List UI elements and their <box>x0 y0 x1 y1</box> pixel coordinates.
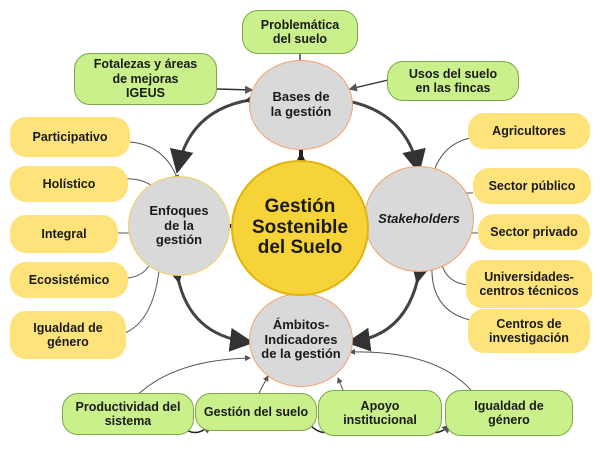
ambito-item-igualdad-genero: Igualdad de género <box>445 390 573 436</box>
stakeholder-item-sector-privado: Sector privado <box>478 214 590 250</box>
ambito-item-gestion-suelo: Gestión del suelo <box>195 393 317 431</box>
stakeholder-item-centros-investigacion: Centros de investigación <box>468 309 590 353</box>
stakeholder-item-agricultores: Agricultores <box>468 113 590 149</box>
stakeholder-item-universidades: Universidades- centros técnicos <box>466 260 592 308</box>
arc-enfoques-ambitos <box>162 257 254 352</box>
enfoque-item-integral: Integral <box>10 215 118 253</box>
arc-bases-stakeholders <box>322 85 426 174</box>
fortalezas-igeus-node: Fotalezas y áreas de mejoras IGEUS <box>74 53 217 105</box>
enfoque-item-participativo: Participativo <box>10 117 130 157</box>
ambito-item-productividad: Productividad del sistema <box>62 393 194 435</box>
arc-stakeholders-ambitos <box>346 257 434 352</box>
stakeholders-hub: Stakeholders <box>364 166 474 272</box>
enfoque-item-ecosistemico: Ecosistémico <box>10 262 128 298</box>
enfoque-item-igualdad-genero: Igualdad de género <box>10 311 126 359</box>
enfoque-item-holistico: Holístico <box>10 166 128 202</box>
arc-bases-enfoques <box>169 85 270 174</box>
ambitos-indicadores-hub: Ámbitos- Indicadores de la gestión <box>249 293 353 387</box>
enfoques-gestion-hub: Enfoques de la gestión <box>128 176 230 276</box>
gestion-sostenible-center: Gestión Sostenible del Suelo <box>231 160 369 296</box>
problematica-suelo-node: Problemática del suelo <box>242 10 358 54</box>
usos-suelo-node: Usos del suelo en las fincas <box>387 61 519 101</box>
stakeholder-item-sector-publico: Sector público <box>473 168 591 204</box>
bases-gestion-hub: Bases de la gestión <box>249 60 353 150</box>
ambito-item-apoyo-institucional: Apoyo institucional <box>318 390 442 436</box>
